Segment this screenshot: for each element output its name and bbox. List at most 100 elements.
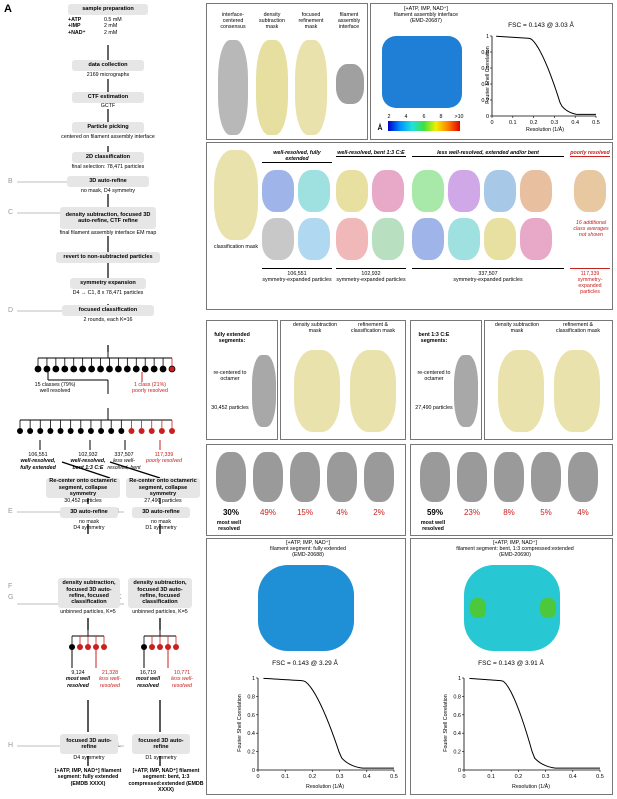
fsc-x-tick-label: 0.4: [363, 774, 371, 780]
interface-map: [336, 64, 364, 104]
class-dot: [37, 428, 44, 434]
class-map: [457, 452, 487, 502]
fsc-y-tick-label: 0.2: [247, 750, 255, 756]
class-dot: [141, 644, 147, 650]
rounds-note: 2 rounds, each K=16: [83, 317, 133, 323]
fsc-y-tick-label: 0: [486, 114, 489, 120]
class-average-map: [298, 170, 330, 212]
fsc-curve: [469, 677, 600, 769]
colorbar-tick-4: 8: [439, 114, 443, 120]
panel-e-map: [252, 355, 276, 427]
panel-b-label-3: focused refinement mask: [298, 12, 324, 31]
panel-l-fsc: FSC = 0.143 @ 3.91 Å: [478, 660, 544, 667]
fsc-y-tick-label: 0.8: [453, 694, 461, 700]
focused-class-box: focused classification: [62, 305, 154, 316]
no-mask-d4-note: no mask, D4 symmetry: [80, 188, 136, 194]
fsc-y-tick-label: 0.8: [481, 50, 489, 56]
classification-mask-label: classification mask: [213, 244, 259, 250]
panel-j-label-2: refinement & classification mask: [555, 322, 601, 335]
class-percentage: 8%: [503, 508, 515, 517]
class-average-map: [412, 218, 444, 260]
class-map: [290, 452, 320, 502]
fsc-y-tick-label: 0.4: [247, 731, 255, 737]
fsc-x-tick-label: 0.4: [569, 774, 577, 780]
fsc-x-tick-label: 0.1: [281, 774, 289, 780]
panel-g-caption: most well resolved: [216, 520, 242, 533]
panel-i-map: [454, 355, 478, 427]
class-average-map: [336, 218, 368, 260]
class-average-map: [448, 218, 480, 260]
panel-h-xlabel: Resolution (1/Å): [306, 784, 344, 790]
panel-l-xlabel: Resolution (1/Å): [512, 784, 550, 790]
panel-k-caption: most well resolved: [420, 520, 446, 533]
left-unbinned: unbinned particles, K=5: [60, 609, 116, 615]
class-dot: [34, 365, 42, 373]
fsc-x-tick-label: 0: [490, 120, 493, 126]
panel-f-label-1: density subtraction mask: [292, 322, 338, 335]
class-dot: [61, 365, 69, 373]
panel-j-label-1: density subtraction mask: [494, 322, 540, 335]
autorefine-right-box: 3D auto-refine: [132, 507, 190, 518]
panel-e-title: fully extended segments:: [214, 332, 250, 345]
panel-j-mask-1: [498, 350, 544, 432]
class-dot: [168, 365, 176, 373]
class-average-grid: [262, 170, 610, 265]
fsc-x-tick-label: 0.1: [487, 774, 495, 780]
class-percentage: 5%: [540, 508, 552, 517]
fsc-x-tick-label: 0.4: [571, 120, 579, 126]
panel-c-ylabel: Fourier Shell Correlation: [484, 46, 491, 104]
panel-f-label-2: refinement & classification mask: [350, 322, 396, 335]
panel-k-maps: [420, 452, 608, 502]
fsc-x-tick-label: 0: [462, 774, 465, 780]
class-average-map: [484, 170, 516, 212]
fsc-curve: [263, 677, 394, 769]
side-letter-g: G: [8, 594, 14, 601]
fsc-x-tick-label: 0.3: [542, 774, 550, 780]
class-dot: [138, 428, 145, 434]
class-dot: [79, 365, 87, 373]
fsc-y-tick-label: 1: [486, 34, 489, 40]
autorefine-left-box: 3D auto-refine: [60, 507, 118, 518]
colorbar-tick-3: 6: [422, 114, 426, 120]
micrographs-note: 2169 micrographs: [86, 72, 130, 78]
fsc-x-tick-label: 0.2: [309, 774, 317, 780]
panel-h-map: [258, 565, 354, 651]
side-letter-d: D: [8, 307, 14, 314]
focused-seq-left: density subtraction, focused 3D auto-ref…: [58, 578, 120, 608]
class-average-map: [520, 218, 552, 260]
fsc-x-tick-label: 0.5: [592, 120, 600, 126]
panel-c-title: [+ATP, IMP, NAD⁺]filament assembly inter…: [393, 6, 459, 25]
class-dot: [77, 428, 84, 434]
density-sub-box: density subtraction, focused 3D auto-ref…: [60, 207, 156, 229]
class-dot: [97, 365, 104, 373]
class-dot: [108, 428, 115, 434]
class-dot: [115, 365, 122, 373]
final-right-result: [+ATP, IMP, NAD⁺] filament segment: bent…: [128, 768, 204, 794]
fsc-y-tick-label: 0.6: [453, 713, 461, 719]
gctf-note: GCTF: [100, 103, 116, 109]
left-particles: 30,452 particles: [64, 498, 102, 504]
recenter-right-box: Re-center onto octameric segment, collap…: [126, 478, 200, 498]
final-refine-left: focused 3D auto-refine: [60, 734, 118, 754]
side-letter-e: E: [8, 508, 13, 515]
side-letter-f: F: [8, 583, 13, 590]
revert-box: revert to non-subtracted particles: [56, 252, 160, 263]
right-d1: D1 symmetry: [145, 755, 177, 761]
final-left-result: [+ATP, IMP, NAD⁺] filament segment: full…: [54, 768, 122, 787]
class-map: [420, 452, 450, 502]
class-percentage: 30%: [222, 508, 239, 517]
class-dot: [17, 428, 23, 434]
panel-h-title: [+ATP, IMP, NAD⁺]filament segment: fully…: [270, 540, 346, 559]
class-dot: [98, 428, 105, 434]
centered-note: centered on filament assembly interface: [61, 134, 155, 140]
workflow-spine: [17, 45, 179, 766]
recenter-left-box: Re-center onto octameric segment, collap…: [46, 478, 120, 498]
colorbar-tick-2: 4: [404, 114, 408, 120]
class-1-note: 1 class (21%)poorly resolved: [132, 382, 168, 395]
